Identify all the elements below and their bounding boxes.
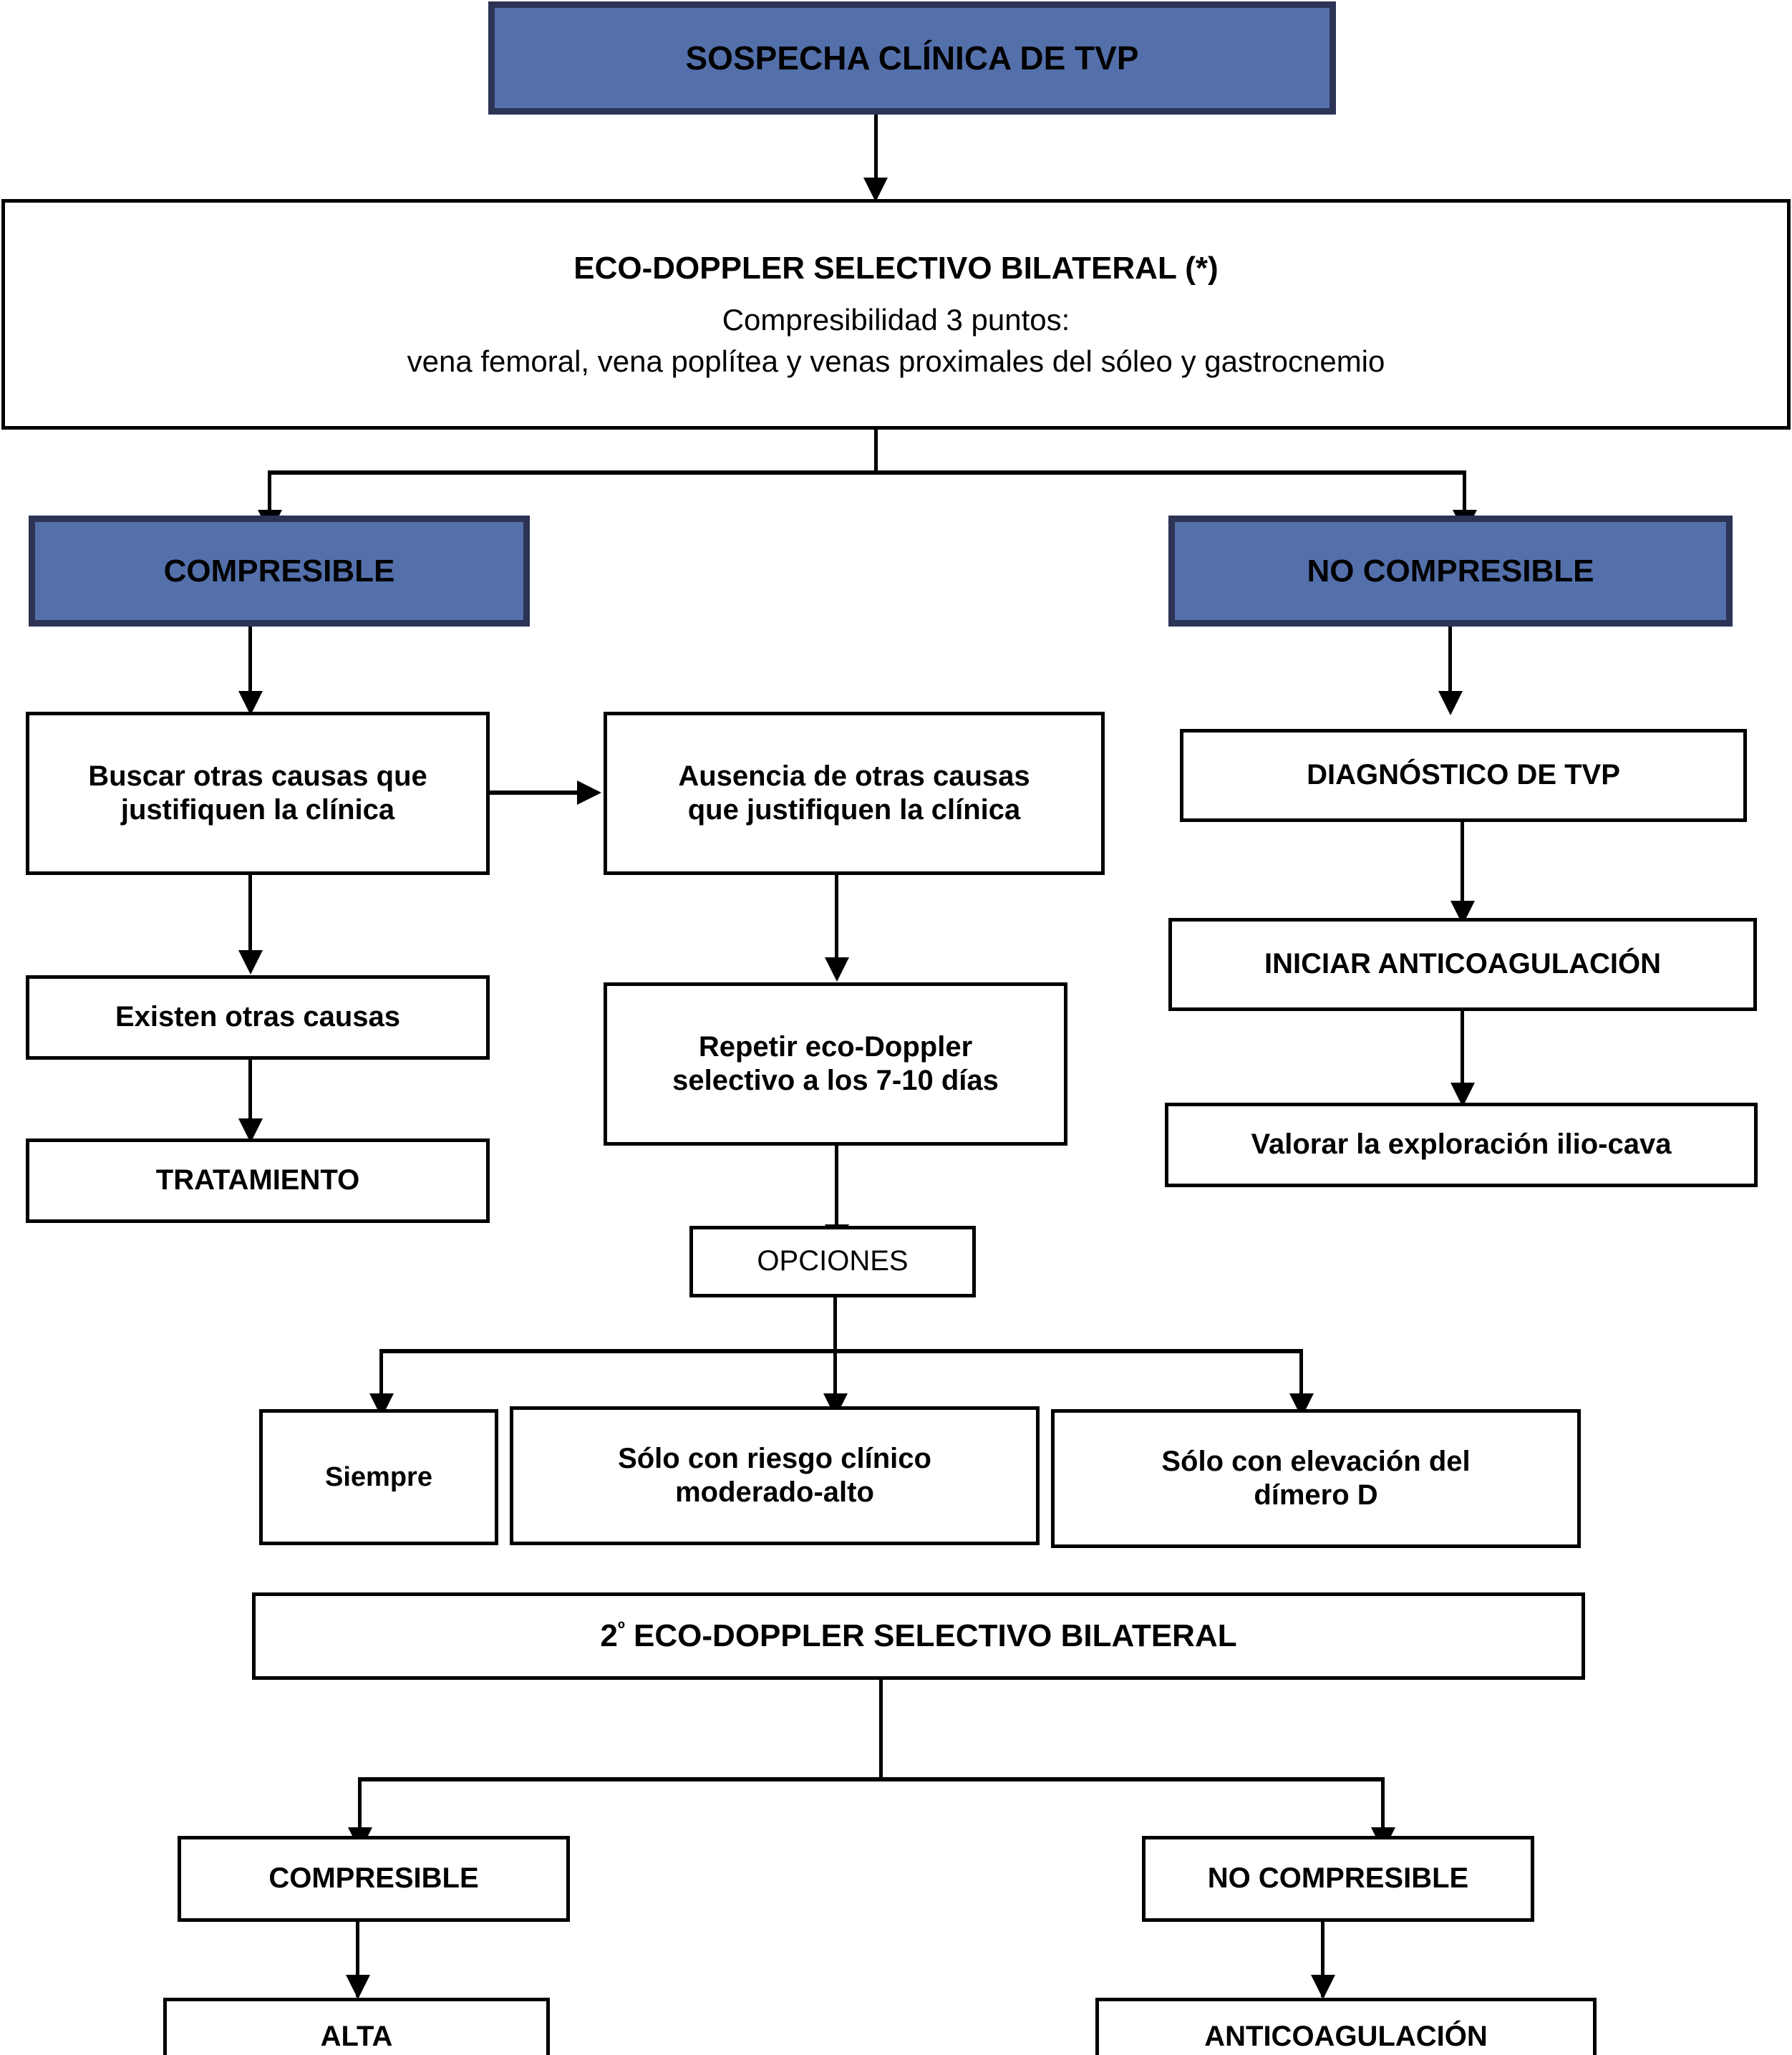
connector-eco-stem bbox=[874, 430, 878, 474]
node-dimero-line2: dímero D bbox=[1254, 1479, 1378, 1511]
node-iniciar-label: INICIAR ANTICOAGULACIÓN bbox=[1264, 948, 1662, 980]
arrowhead-compresible2-to-alta bbox=[346, 1975, 370, 1999]
node-repetir-eco-doppler[interactable]: Repetir eco-Doppler selectivo a los 7-10… bbox=[604, 982, 1067, 1146]
node-buscar-otras-causas[interactable]: Buscar otras causas que justifiquen la c… bbox=[26, 712, 490, 875]
connector-opciones-to-dimero bbox=[1299, 1349, 1303, 1401]
connector-buscar-to-ausencia bbox=[490, 790, 580, 795]
connector-eco-to-no-compresible bbox=[1463, 470, 1466, 515]
node-opciones[interactable]: OPCIONES bbox=[689, 1226, 976, 1297]
node-segundo-eco-superscript: º bbox=[617, 1617, 625, 1640]
node-compresible-2[interactable]: COMPRESIBLE bbox=[178, 1836, 570, 1922]
node-siempre-label: Siempre bbox=[325, 1461, 432, 1492]
connector-compresible-to-buscar bbox=[248, 627, 252, 709]
node-segundo-eco-rest: ECO-DOPPLER SELECTIVO BILATERAL bbox=[624, 1618, 1237, 1654]
connector-sospecha-to-eco bbox=[874, 115, 878, 183]
node-ausencia-otras-causas[interactable]: Ausencia de otras causas que justifiquen… bbox=[604, 712, 1105, 875]
connector-segundo-eco-split-bar bbox=[358, 1777, 1383, 1781]
connector-segundo-eco-to-compresible2 bbox=[358, 1777, 362, 1857]
node-valorar-ilio-cava[interactable]: Valorar la exploración ilio-cava bbox=[1165, 1103, 1758, 1187]
arrowhead-compresible-to-buscar bbox=[238, 691, 263, 715]
connector-eco-split-bar bbox=[268, 470, 1466, 475]
node-diagnostico-label: DIAGNÓSTICO DE TVP bbox=[1307, 759, 1620, 791]
node-opcion-siempre[interactable]: Siempre bbox=[259, 1409, 498, 1545]
node-existen-otras-causas[interactable]: Existen otras causas bbox=[26, 975, 490, 1060]
node-compresible[interactable]: COMPRESIBLE bbox=[29, 516, 530, 627]
node-ausencia-line1: Ausencia de otras causas bbox=[678, 760, 1030, 792]
connector-buscar-to-existen bbox=[248, 875, 252, 968]
connector-compresible2-to-alta bbox=[356, 1922, 359, 1997]
node-eco-heading: ECO-DOPPLER SELECTIVO BILATERAL (*) bbox=[573, 250, 1219, 286]
connector-opciones-stem bbox=[833, 1297, 837, 1352]
arrowhead-sospecha-to-eco bbox=[863, 178, 888, 202]
arrowhead-no-compresible-to-diagnostico bbox=[1438, 691, 1463, 715]
node-sospecha-label: SOSPECHA CLÍNICA DE TVP bbox=[685, 39, 1139, 77]
node-anticoagulacion-label: ANTICOAGULACIÓN bbox=[1204, 2021, 1488, 2053]
node-ausencia-line2: que justifiquen la clínica bbox=[687, 794, 1021, 826]
node-repetir-line2: selectivo a los 7-10 días bbox=[672, 1065, 999, 1096]
node-tratamiento-label: TRATAMIENTO bbox=[155, 1164, 360, 1196]
node-repetir-line1: Repetir eco-Doppler bbox=[698, 1030, 973, 1063]
node-diagnostico-tvp[interactable]: DIAGNÓSTICO DE TVP bbox=[1180, 729, 1747, 822]
connector-no-compresible-to-diagnostico bbox=[1448, 627, 1452, 709]
node-anticoagulacion[interactable]: ANTICOAGULACIÓN bbox=[1095, 1998, 1597, 2055]
node-eco-doppler-selectivo-bilateral[interactable]: ECO-DOPPLER SELECTIVO BILATERAL (*) Comp… bbox=[1, 199, 1791, 430]
node-segundo-eco-prefix: 2 bbox=[600, 1618, 618, 1654]
node-eco-line1: Compresibilidad 3 puntos: bbox=[722, 303, 1070, 337]
node-opciones-label: OPCIONES bbox=[757, 1245, 909, 1277]
connector-segundo-eco-to-no-compresible2 bbox=[1381, 1777, 1385, 1857]
node-compresible-label: COMPRESIBLE bbox=[163, 553, 395, 589]
connector-diagnostico-to-iniciar bbox=[1461, 822, 1464, 919]
node-alta-label: ALTA bbox=[320, 2021, 393, 2053]
node-buscar-line2: justifiquen la clínica bbox=[120, 794, 395, 826]
node-sospecha-clinica-tvp[interactable]: SOSPECHA CLÍNICA DE TVP bbox=[488, 1, 1336, 115]
arrowhead-no-compresible2-to-anticoagulacion bbox=[1311, 1975, 1335, 1999]
node-compresible-2-label: COMPRESIBLE bbox=[268, 1862, 479, 1895]
connector-repetir-to-opciones bbox=[835, 1146, 838, 1242]
node-valorar-label: Valorar la exploración ilio-cava bbox=[1251, 1128, 1672, 1161]
connector-existen-to-tratamiento bbox=[248, 1060, 252, 1138]
node-opcion-riesgo-clinico[interactable]: Sólo con riesgo clínico moderado-alto bbox=[510, 1406, 1040, 1545]
connector-iniciar-to-valorar bbox=[1461, 1011, 1464, 1101]
node-opcion-dimero-d[interactable]: Sólo con elevación del dímero D bbox=[1051, 1409, 1581, 1548]
node-buscar-line1: Buscar otras causas que bbox=[88, 760, 427, 792]
node-riesgo-line1: Sólo con riesgo clínico bbox=[618, 1442, 931, 1474]
node-no-compresible-label: NO COMPRESIBLE bbox=[1307, 553, 1594, 589]
node-iniciar-anticoagulacion[interactable]: INICIAR ANTICOAGULACIÓN bbox=[1168, 918, 1757, 1011]
node-existen-label: Existen otras causas bbox=[115, 1001, 400, 1033]
connector-opciones-split-bar bbox=[379, 1349, 1303, 1353]
connector-opciones-to-riesgo bbox=[833, 1349, 837, 1401]
connector-no-compresible2-to-anticoagulacion bbox=[1321, 1922, 1324, 1997]
node-eco-line2: vena femoral, vena poplítea y venas prox… bbox=[407, 344, 1385, 378]
connector-segundo-eco-stem bbox=[879, 1680, 883, 1780]
node-segundo-eco-label: 2º ECO-DOPPLER SELECTIVO BILATERAL bbox=[263, 1618, 1574, 1655]
node-alta[interactable]: ALTA bbox=[163, 1998, 550, 2055]
arrowhead-ausencia-to-repetir bbox=[825, 957, 849, 982]
node-tratamiento[interactable]: TRATAMIENTO bbox=[26, 1138, 490, 1223]
connector-eco-to-compresible bbox=[268, 470, 271, 515]
arrowhead-buscar-to-ausencia bbox=[577, 780, 601, 805]
arrowhead-buscar-to-existen bbox=[238, 950, 263, 975]
node-dimero-line1: Sólo con elevación del bbox=[1161, 1445, 1471, 1477]
node-segundo-eco-doppler[interactable]: 2º ECO-DOPPLER SELECTIVO BILATERAL bbox=[252, 1592, 1585, 1680]
node-no-compresible-2[interactable]: NO COMPRESIBLE bbox=[1142, 1836, 1534, 1922]
connector-opciones-to-siempre bbox=[379, 1349, 383, 1401]
node-no-compresible-2-label: NO COMPRESIBLE bbox=[1207, 1862, 1469, 1895]
node-riesgo-line2: moderado-alto bbox=[675, 1476, 874, 1508]
connector-ausencia-to-repetir bbox=[835, 875, 838, 975]
node-no-compresible[interactable]: NO COMPRESIBLE bbox=[1168, 516, 1733, 627]
